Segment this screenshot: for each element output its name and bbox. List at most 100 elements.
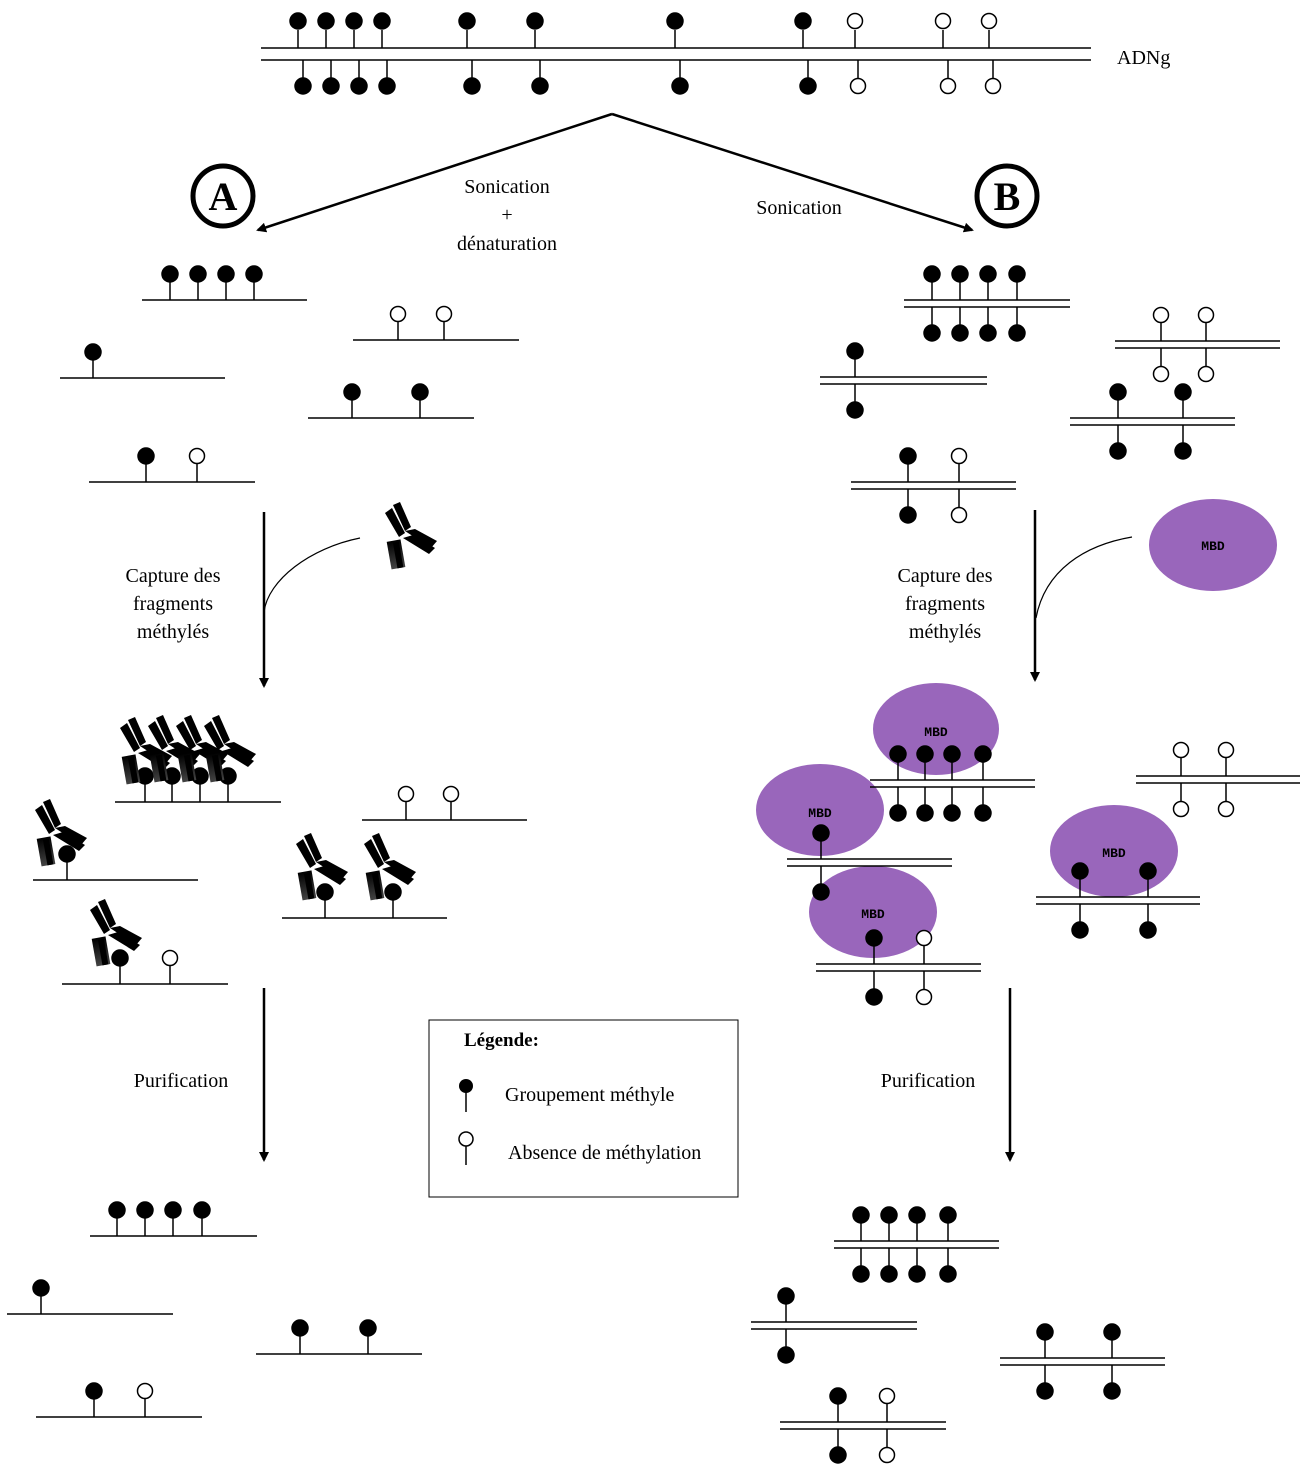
methyl-group: [865, 988, 883, 1006]
methyl-group: [974, 745, 992, 763]
capture-a-line1: Capture des: [126, 565, 221, 587]
methyl-group: [359, 1319, 377, 1337]
methyl-group: [671, 77, 689, 95]
methyl-group: [852, 1265, 870, 1283]
unmethylated-site: [980, 12, 998, 30]
methyl-group: [923, 265, 941, 283]
methyl-group: [829, 1446, 847, 1464]
methyl-group: [951, 265, 969, 283]
unmethylated-site: [1197, 306, 1215, 324]
unmethylated-site: [878, 1387, 896, 1405]
methyl-group: [951, 324, 969, 342]
methyl-group: [889, 804, 907, 822]
methyl-group: [111, 949, 129, 967]
unmethylated-site: [136, 1382, 154, 1400]
purification-b-label: Purification: [881, 1070, 975, 1092]
methyl-group: [777, 1287, 795, 1305]
methyl-group: [1071, 862, 1089, 880]
capture-curve-a: [263, 537, 361, 613]
methyl-group: [161, 265, 179, 283]
methyl-group: [979, 324, 997, 342]
path-a-badge: A: [190, 163, 256, 229]
purification-a-label: Purification: [134, 1070, 228, 1092]
free-antibody-icon: [385, 502, 437, 570]
methyl-group: [373, 12, 391, 30]
methyl-group: [531, 77, 549, 95]
sonication-a-label: Sonication: [464, 176, 550, 198]
methyl-group: [245, 265, 263, 283]
methyl-group: [32, 1279, 50, 1297]
methyl-group: [974, 804, 992, 822]
unmethylated-site: [878, 1446, 896, 1464]
methyl-group: [916, 804, 934, 822]
methyl-group: [378, 77, 396, 95]
capture-curve-b: [1035, 536, 1133, 619]
methyl-group: [350, 77, 368, 95]
methyl-group: [1103, 1323, 1121, 1341]
capture-a-line3: méthylés: [137, 621, 209, 643]
unmethylated-site: [934, 12, 952, 30]
methyl-group: [1139, 921, 1157, 939]
mbd-free-label: MBD: [1201, 539, 1225, 554]
methyl-group: [1103, 1382, 1121, 1400]
mbd-bound-label-3: MBD: [1102, 846, 1126, 861]
unmethylated-site: [950, 506, 968, 524]
methyl-group: [1036, 1323, 1054, 1341]
methyl-group: [889, 745, 907, 763]
free-mbd-protein: [1149, 499, 1277, 591]
methyl-group: [799, 77, 817, 95]
genomic-dna-label: ADNg: [1117, 47, 1170, 69]
methyl-group: [777, 1346, 795, 1364]
methyl-group: [794, 12, 812, 30]
capture-b-line1: Capture des: [898, 565, 993, 587]
sonication-b-label: Sonication: [756, 197, 842, 219]
methyl-group: [916, 745, 934, 763]
methyl-group: [979, 265, 997, 283]
methyl-group: [923, 324, 941, 342]
methyl-group: [666, 12, 684, 30]
methyl-group: [1071, 921, 1089, 939]
unmethylated-site: [915, 929, 933, 947]
methyl-group: [812, 883, 830, 901]
unmethylated-site: [849, 77, 867, 95]
methyl-group: [846, 401, 864, 419]
methyl-group: [345, 12, 363, 30]
unmethylated-site: [1172, 741, 1190, 759]
methyl-group: [880, 1265, 898, 1283]
unmethylated-site: [950, 447, 968, 465]
methyl-group: [846, 342, 864, 360]
legend: Légende: Groupement méthyle Absence de m…: [428, 1019, 739, 1198]
unmethylated-site: [1197, 365, 1215, 383]
bound-mbd-protein: [809, 866, 937, 958]
methyl-group: [289, 12, 307, 30]
methyl-group: [322, 77, 340, 95]
methyl-group: [411, 383, 429, 401]
unmethylated-site: [939, 77, 957, 95]
unmethylated-site: [161, 949, 179, 967]
methyl-group: [880, 1206, 898, 1224]
methyl-group: [291, 1319, 309, 1337]
methyl-group: [908, 1265, 926, 1283]
unmethylated-site: [846, 12, 864, 30]
methyl-group: [343, 383, 361, 401]
methyl-group: [943, 804, 961, 822]
unmethylated-site: [984, 77, 1002, 95]
methyl-group: [1174, 383, 1192, 401]
methyl-group: [189, 265, 207, 283]
methyl-group: [1008, 265, 1026, 283]
denaturation-label: dénaturation: [457, 233, 557, 255]
methyl-group: [1109, 383, 1127, 401]
unmethylated-site: [435, 305, 453, 323]
legend-title: Légende:: [464, 1030, 539, 1051]
methyl-group: [193, 1201, 211, 1219]
methyl-group: [316, 883, 334, 901]
legend-methyl-icon: [459, 1079, 473, 1093]
methyl-group: [294, 77, 312, 95]
unmethylated-site: [1217, 741, 1235, 759]
unmethylated-site: [188, 447, 206, 465]
legend-unmethyl-label: Absence de méthylation: [508, 1142, 701, 1164]
methyl-group: [317, 12, 335, 30]
methyl-group: [1174, 442, 1192, 460]
methyl-group: [85, 1382, 103, 1400]
